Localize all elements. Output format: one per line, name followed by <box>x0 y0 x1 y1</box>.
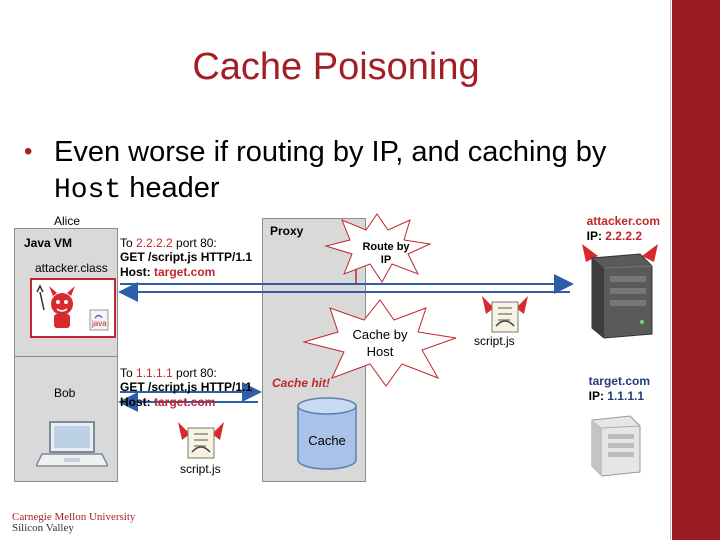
bob-label: Bob <box>54 386 76 400</box>
request-alice-host-prefix: Host: <box>120 265 154 279</box>
cmu-logo-line1: Carnegie Mellon University <box>12 511 136 523</box>
bullet-text: Even worse if routing by IP, and caching… <box>54 134 664 209</box>
java-vm-label: Java VM <box>24 236 73 250</box>
request-bob-get: GET /script.js HTTP/1.1 <box>120 380 253 394</box>
alice-label: Alice <box>54 214 81 228</box>
bullet-text-part2: header <box>121 172 220 204</box>
devil-applet-icon: java <box>36 284 109 331</box>
devil-script-icon-top <box>482 296 528 333</box>
bullet-code: Host <box>54 175 122 206</box>
request-alice-ip: 2.2.2.2 <box>136 236 173 250</box>
cache-hit-label: Cache hit! <box>272 376 331 390</box>
applet-java-text: java <box>91 319 107 328</box>
cache-by-host-burst <box>302 299 457 387</box>
attacker-name: attacker.com <box>586 214 660 228</box>
request-alice-host-value: target.com <box>154 265 216 279</box>
route-by-ip-label: Route by IP <box>362 241 410 266</box>
request-bob-dest: To 1.1.1.1 port 80: <box>120 366 217 380</box>
request-bob-ip: 1.1.1.1 <box>136 366 173 380</box>
target-ip-line: IP: 1.1.1.1 <box>560 389 644 403</box>
request-alice-prefix: To <box>120 236 137 250</box>
target-server-icon <box>591 415 641 477</box>
request-alice-get: GET /script.js HTTP/1.1 <box>120 250 253 264</box>
script-label-top: script.js <box>474 334 515 348</box>
target-ip-prefix: IP: <box>588 389 608 403</box>
request-alice-host: Host: target.com <box>120 265 215 279</box>
request-bob-host: Host: target.com <box>120 395 215 409</box>
attacker-ip: 2.2.2.2 <box>605 229 642 243</box>
request-bob-host-value: target.com <box>154 395 216 409</box>
bullet-text-part1: Even worse if routing by IP, and caching… <box>54 136 607 168</box>
cache-by-host-label: Cache by Host <box>352 327 408 359</box>
attacker-class-label: attacker.class <box>35 261 108 275</box>
proxy-label: Proxy <box>270 224 304 238</box>
cmu-logo-line2: Silicon Valley <box>12 522 74 534</box>
script-label-bottom: script.js <box>180 462 221 476</box>
devil-script-icon <box>178 422 224 459</box>
target-name: target.com <box>588 374 650 388</box>
route-by-ip-burst <box>324 213 432 283</box>
applet-window: java <box>30 278 116 338</box>
attacker-ip-prefix: IP: <box>586 229 606 243</box>
request-bob-host-prefix: Host: <box>120 395 154 409</box>
request-bob-suffix: port 80: <box>172 366 217 380</box>
bullet-dot: • <box>24 138 33 165</box>
cache-label: Cache <box>308 433 346 448</box>
request-alice-dest: To 2.2.2.2 port 80: <box>120 236 217 250</box>
attacker-server-icon <box>582 244 658 339</box>
connection-arrows <box>118 246 574 412</box>
request-alice-suffix: port 80: <box>172 236 217 250</box>
page-title: Cache Poisoning <box>192 46 480 88</box>
cache-cylinder-icon <box>297 397 357 470</box>
laptop-icon <box>36 421 108 467</box>
sidebar-divider <box>670 0 671 540</box>
target-ip: 1.1.1.1 <box>607 389 644 403</box>
request-bob-prefix: To <box>120 366 137 380</box>
attacker-ip-line: IP: 2.2.2.2 <box>560 229 642 243</box>
sidebar-bar <box>672 0 720 540</box>
